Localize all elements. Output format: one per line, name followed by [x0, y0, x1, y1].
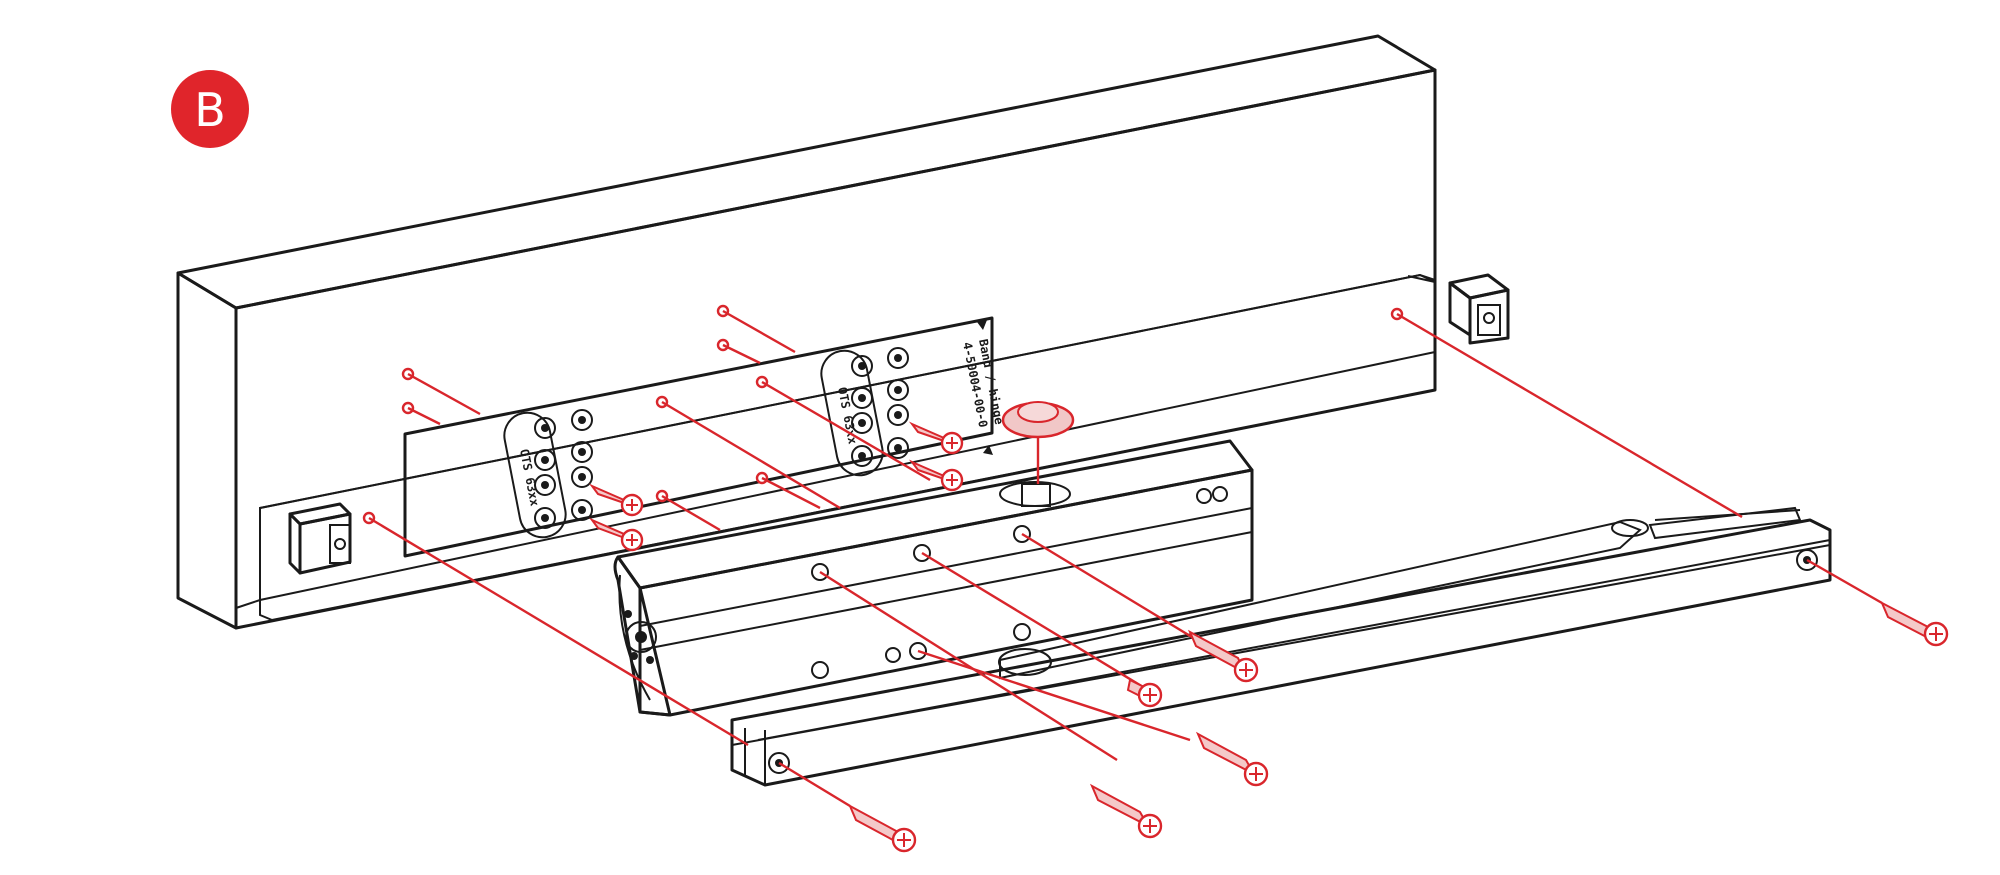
guide-rail: [730, 506, 1832, 787]
step-badge-label: B: [194, 83, 226, 137]
screw: [908, 459, 964, 492]
frame-clip-left: [288, 502, 352, 575]
step-badge: B: [171, 70, 249, 148]
door-closer-body: [613, 439, 1254, 717]
screw: [1187, 629, 1259, 683]
screws: [588, 421, 1949, 853]
screw: [1195, 731, 1269, 787]
plate-holes: [534, 347, 909, 529]
screw: [588, 483, 644, 517]
door-leaf: [176, 34, 1437, 630]
frame-strip: [259, 273, 1436, 622]
screw: [908, 421, 964, 455]
screw: [588, 517, 644, 552]
step-badge-circle: [171, 70, 249, 148]
screw: [1126, 678, 1163, 708]
screw: [1879, 600, 1949, 647]
screw: [847, 803, 917, 853]
red-adjustment-cap: [1001, 401, 1075, 484]
frame-clip-right: [1448, 273, 1510, 345]
screw: [1089, 783, 1163, 839]
